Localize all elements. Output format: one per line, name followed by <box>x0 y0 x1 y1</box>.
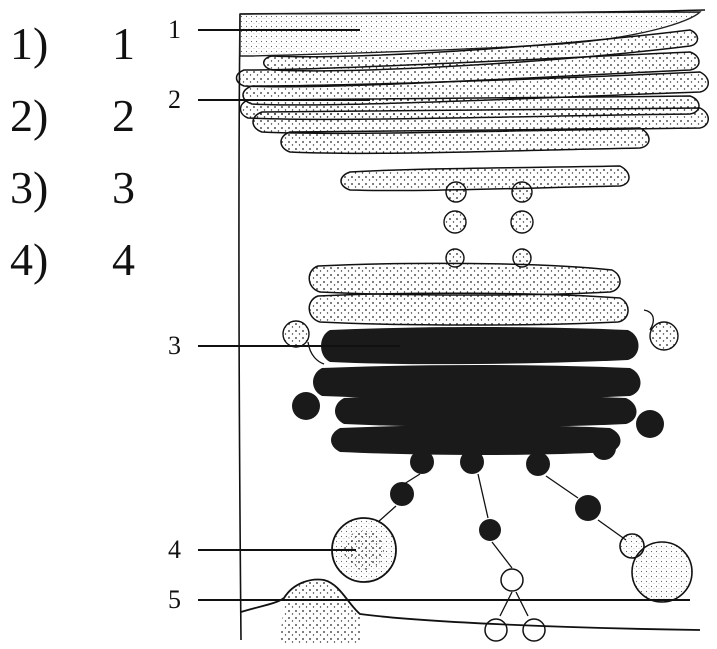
secretory-vesicles <box>390 450 601 541</box>
label-1: 1 <box>168 15 181 44</box>
clear-vesicles <box>485 569 545 641</box>
fusing-vesicle-right <box>620 534 692 602</box>
transport-vesicles-upper <box>444 182 533 267</box>
plasma-membrane <box>241 580 700 645</box>
label-3: 3 <box>168 331 181 360</box>
label-2: 2 <box>168 85 181 114</box>
label-4: 4 <box>168 535 181 564</box>
label-5: 5 <box>168 585 181 614</box>
golgi-cis-cisternae <box>309 263 628 325</box>
